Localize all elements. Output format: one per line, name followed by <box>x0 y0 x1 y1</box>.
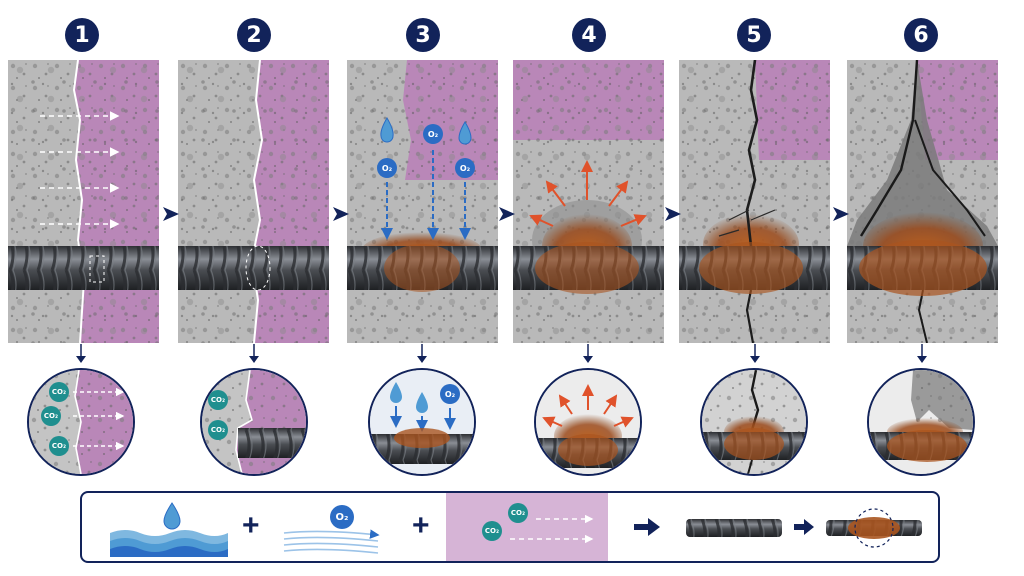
o2-molecule-icon: O₂ <box>427 129 439 139</box>
plus-sign: + <box>412 509 430 542</box>
arrow-down-icon <box>583 344 593 363</box>
stage-6-detail <box>867 368 975 476</box>
arrow-right-icon <box>665 207 681 221</box>
arrow-down-icon <box>417 344 427 363</box>
stage-2-detail: CO₂ CO₂ <box>200 368 308 476</box>
co2-molecule-icon: CO₂ <box>51 442 67 450</box>
stage-4-panel <box>513 60 664 343</box>
co2-molecule-icon: CO₂ <box>210 426 226 434</box>
arrow-right-icon <box>833 207 849 221</box>
plus-sign: + <box>242 509 260 542</box>
step-1-badge: 1 <box>65 18 99 52</box>
step-5-badge: 5 <box>737 18 771 52</box>
o2-molecule-icon: O₂ <box>381 163 393 173</box>
stage-5-detail <box>700 368 808 476</box>
step-2-badge: 2 <box>237 18 271 52</box>
co2-molecule-icon: CO₂ <box>51 388 67 396</box>
arrow-down-icon <box>750 344 760 363</box>
stage-6-panel <box>847 60 998 343</box>
co2-molecule-icon: CO₂ <box>484 527 500 535</box>
arrow-down-icon <box>249 344 259 363</box>
o2-molecule-icon: O₂ <box>444 389 456 399</box>
step-4-badge: 4 <box>572 18 606 52</box>
water-icon <box>110 502 228 557</box>
stage-3-detail: O₂ <box>368 368 476 476</box>
arrow-down-icon <box>76 344 86 363</box>
o2-molecule-icon: O₂ <box>335 511 349 523</box>
step-6-badge: 6 <box>904 18 938 52</box>
stage-2-panel <box>178 60 329 343</box>
arrow-right-icon <box>634 518 660 536</box>
process-legend: + O₂ + CO₂ CO₂ <box>80 491 940 563</box>
co2-molecule-icon: CO₂ <box>210 396 226 404</box>
arrow-right-icon <box>163 207 179 221</box>
arrow-right-icon <box>333 207 349 221</box>
carbonation-zone: CO₂ CO₂ <box>446 493 608 561</box>
rebar-icon <box>686 519 782 537</box>
oxygen-air-icon <box>283 505 380 554</box>
o2-molecule-icon: O₂ <box>459 163 471 173</box>
step-3-badge: 3 <box>406 18 440 52</box>
arrow-right-icon <box>794 519 814 535</box>
arrow-down-icon <box>917 344 927 363</box>
stage-1-detail: CO₂ CO₂ CO₂ <box>27 368 135 476</box>
stage-3-panel: O₂ O₂ O₂ <box>347 60 498 343</box>
co2-molecule-icon: CO₂ <box>510 509 526 517</box>
corroded-rebar-icon <box>826 508 922 548</box>
arrow-right-icon <box>499 207 515 221</box>
stage-4-detail <box>534 368 642 476</box>
stage-1-panel <box>8 60 159 343</box>
stage-5-panel <box>679 60 830 343</box>
co2-molecule-icon: CO₂ <box>43 412 59 420</box>
